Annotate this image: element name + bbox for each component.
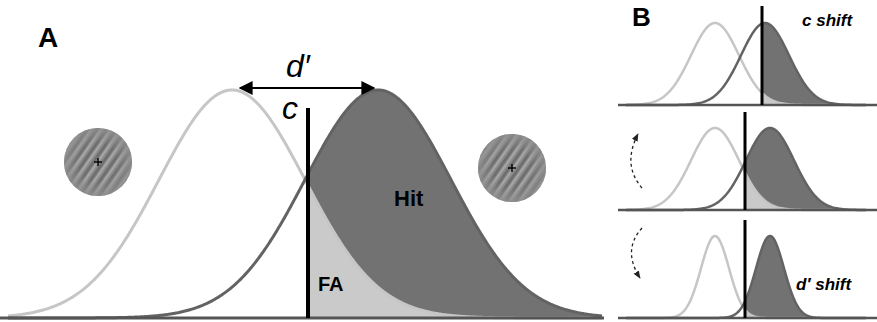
false-alarm-area	[308, 185, 602, 318]
mini-plot	[618, 112, 877, 210]
grating-vignette	[64, 128, 132, 196]
fixation-cross	[511, 164, 512, 172]
false-alarm-label: FA	[318, 274, 344, 294]
criterion-line	[744, 112, 747, 210]
transition-arrow	[631, 228, 642, 278]
transition-arrow	[631, 134, 642, 188]
shift-label: c shift	[802, 12, 852, 29]
panel-b	[618, 6, 877, 318]
grating-stimulus	[478, 134, 546, 202]
hit-label: Hit	[394, 188, 423, 210]
grating-disc	[478, 134, 546, 202]
d-prime-label: d′	[286, 50, 310, 82]
mini-plot	[618, 6, 877, 105]
fixation-cross	[97, 158, 98, 166]
criterion-line	[744, 220, 747, 318]
criterion-label: c	[282, 92, 298, 124]
noise-curve	[8, 90, 602, 318]
mini-plot	[618, 220, 877, 318]
false-alarm-area	[745, 172, 866, 210]
panel-letter: B	[632, 4, 651, 30]
criterion-line	[306, 108, 310, 318]
signal-curve	[626, 23, 866, 105]
baseline	[618, 209, 877, 212]
grating-vignette	[478, 134, 546, 202]
signal-curve	[8, 90, 602, 318]
shift-label: d′ shift	[796, 276, 851, 293]
criterion-line	[761, 6, 764, 105]
baseline	[0, 317, 604, 320]
grating-disc	[64, 128, 132, 196]
panel-letter: A	[38, 24, 58, 52]
panel-a	[0, 88, 604, 318]
hit-area	[308, 90, 602, 318]
baseline	[618, 317, 877, 320]
grating-stimulus	[64, 128, 132, 196]
baseline	[618, 104, 877, 107]
d-prime-arrow	[240, 87, 374, 89]
noise-curve	[626, 23, 866, 105]
